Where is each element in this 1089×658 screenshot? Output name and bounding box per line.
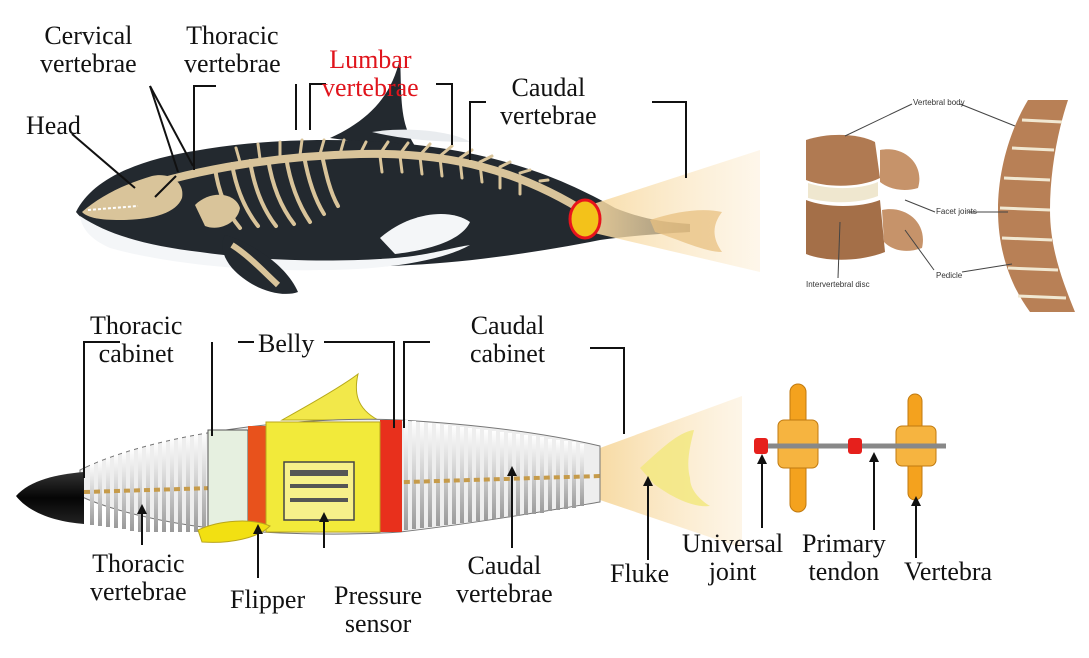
inset-lower-vertebral-body bbox=[806, 200, 885, 260]
robot-dorsal-fin bbox=[280, 372, 379, 421]
robot-inner-spine bbox=[83, 474, 601, 494]
orca-skull bbox=[82, 175, 183, 220]
label-pressure-sensor: Pressure sensor bbox=[334, 581, 423, 638]
label-caudal-cabinet: Caudal cabinet bbox=[470, 311, 546, 368]
label-facet-joints: Facet joints bbox=[936, 207, 977, 216]
label-primary-tendon: Primary tendon bbox=[802, 529, 886, 586]
label-vertebral-body: Vertebral body bbox=[913, 98, 965, 107]
label-belly: Belly bbox=[258, 329, 315, 358]
belly-front-ring bbox=[248, 426, 266, 530]
arrowheads bbox=[137, 452, 921, 534]
label-top-caudal-vertebrae: Caudal vertebrae bbox=[500, 73, 597, 130]
top-leader-lines bbox=[71, 83, 687, 198]
universal-joint-mid bbox=[848, 438, 862, 454]
inset-spine-discs bbox=[999, 118, 1067, 300]
caudal-highlight-circle bbox=[568, 198, 602, 240]
inset-upper-vertebral-body bbox=[806, 134, 880, 186]
orca-spinous-processes bbox=[234, 138, 550, 196]
robot-nose-cone bbox=[16, 472, 84, 524]
orca-body bbox=[76, 139, 690, 267]
label-head: Head bbox=[26, 111, 81, 140]
orca-flipper-bones bbox=[230, 242, 281, 288]
label-thoracic-cabinet: Thoracic cabinet bbox=[90, 311, 183, 368]
label-bottom-thoracic-vertebrae: Thoracic vertebrae bbox=[90, 549, 187, 606]
inset-spine-column bbox=[998, 100, 1075, 312]
thoracic-cabinet-box bbox=[207, 429, 249, 529]
label-intervertebral-disc: Intervertebral disc bbox=[806, 280, 870, 289]
orca-fluke bbox=[650, 210, 722, 252]
label-universal-joint: Universal joint bbox=[682, 529, 784, 586]
orca-belly-patch bbox=[80, 216, 470, 271]
universal-joint-left bbox=[754, 438, 768, 454]
inset-intervertebral-disc bbox=[808, 182, 878, 203]
orca-jaw-teeth bbox=[87, 205, 139, 211]
robot-flipper bbox=[197, 520, 271, 543]
label-lumbar-vertebrae: Lumbar vertebrae bbox=[322, 45, 419, 102]
orca-illustration bbox=[76, 58, 760, 294]
bottom-leader-lines bbox=[83, 341, 917, 578]
label-bottom-caudal-vertebrae: Caudal vertebrae bbox=[456, 551, 553, 608]
label-cervical-vertebrae: Cervical vertebrae bbox=[40, 21, 137, 78]
orca-scapula bbox=[195, 194, 240, 228]
orca-flank-patch bbox=[380, 214, 470, 254]
belly-rear-ring bbox=[380, 420, 402, 532]
label-top-thoracic-vertebrae: Thoracic vertebrae bbox=[184, 21, 281, 78]
caudal-zoom-cone bbox=[590, 150, 760, 272]
spine-anatomy-inset bbox=[790, 92, 1082, 317]
orca-saddle-patch bbox=[372, 129, 470, 142]
robot-fluke bbox=[640, 430, 710, 507]
inset-facet-processes bbox=[880, 149, 923, 251]
label-fluke: Fluke bbox=[610, 559, 670, 588]
robot-illustration bbox=[16, 372, 946, 548]
orca-ribs bbox=[213, 153, 340, 230]
joint-assembly bbox=[754, 383, 946, 513]
label-flipper: Flipper bbox=[230, 585, 306, 614]
label-vertebra: Vertebra bbox=[904, 557, 993, 586]
orca-dorsal-fin bbox=[330, 58, 418, 150]
label-pedicle: Pedicle bbox=[936, 271, 963, 280]
